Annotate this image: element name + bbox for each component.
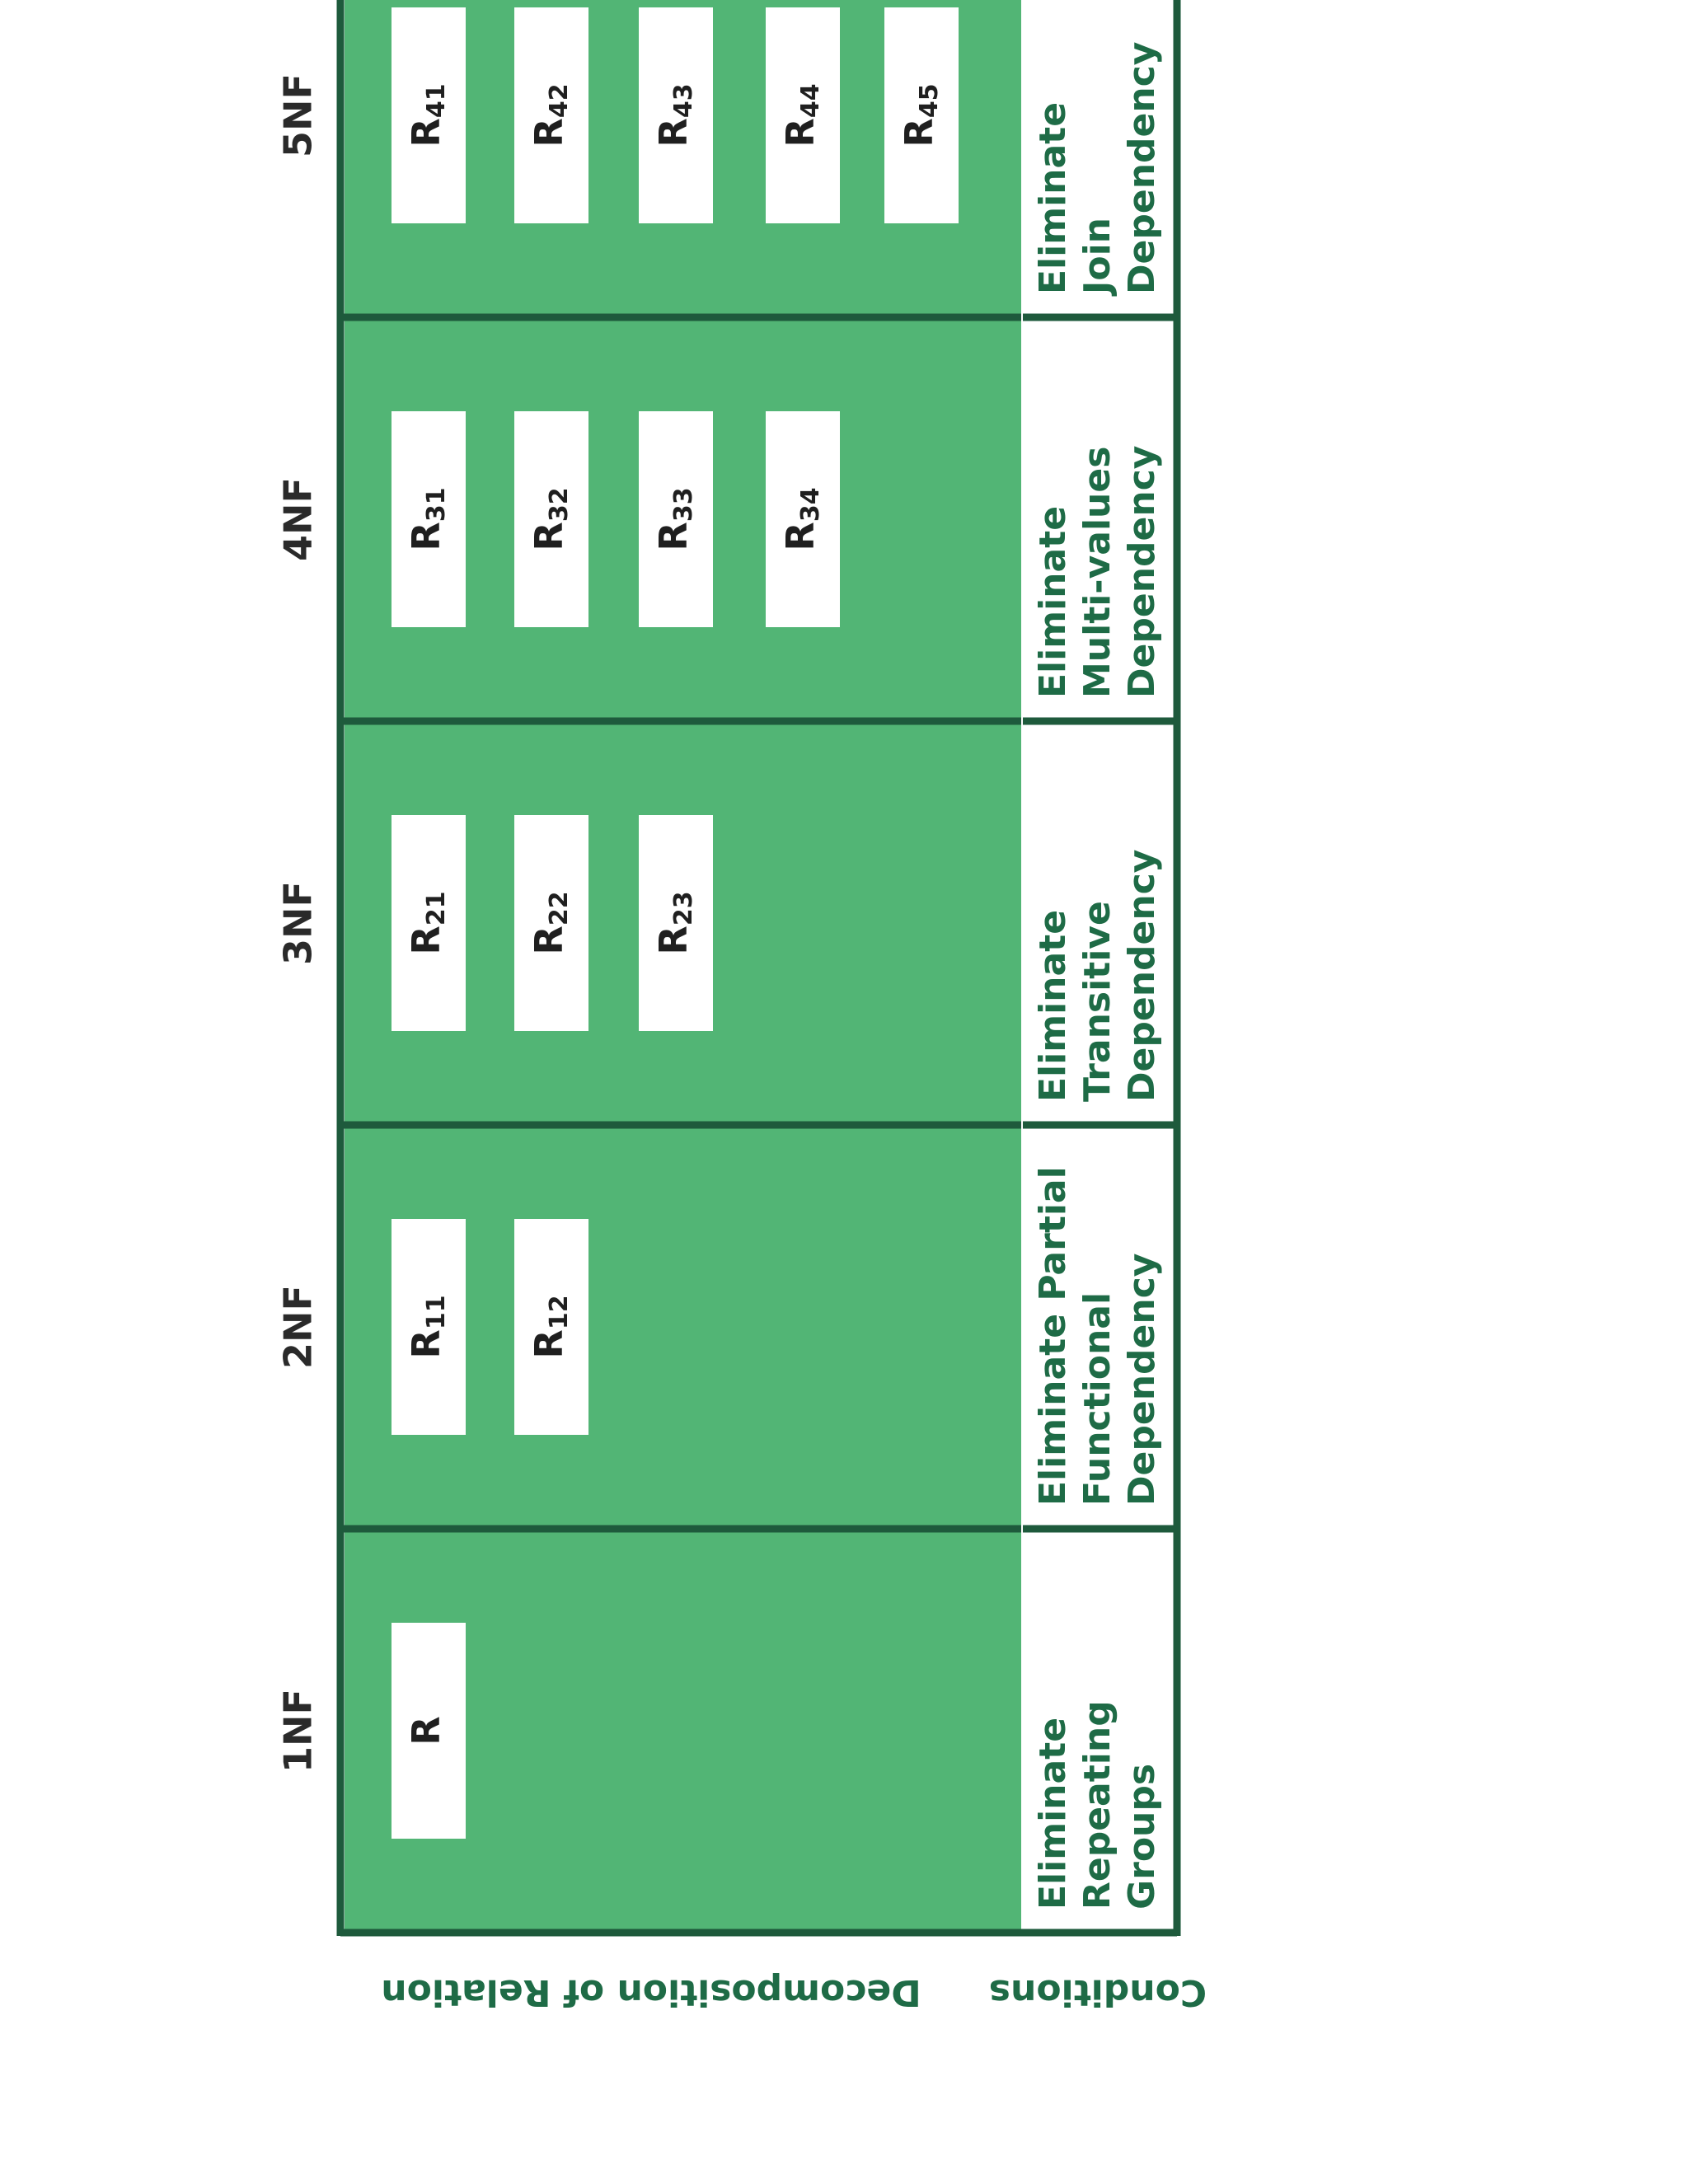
relation-box — [514, 411, 588, 627]
relation-box — [766, 411, 840, 627]
relation-label: R33 — [651, 487, 698, 551]
condition-line: Transitive — [1076, 901, 1118, 1102]
condition-line: Dependency — [1121, 1254, 1163, 1506]
relation-box — [884, 7, 959, 223]
stage-nf-label: 4NF — [276, 477, 321, 561]
relation-box — [392, 1219, 466, 1435]
relation-box — [514, 815, 588, 1031]
condition-line: Eliminate — [1032, 102, 1074, 294]
condition-line: Multi-values — [1076, 447, 1118, 698]
relation-box — [392, 7, 466, 223]
relation-box — [392, 815, 466, 1031]
relation-label: R44 — [778, 83, 825, 147]
condition-line: Join — [1076, 218, 1118, 297]
relation-box — [639, 411, 713, 627]
relation-box — [766, 7, 840, 223]
relation-label: R34 — [778, 487, 825, 551]
relation-label: R22 — [527, 891, 574, 954]
relation-label: R41 — [404, 83, 451, 147]
relation-label: R31 — [404, 487, 451, 551]
relation-label: R45 — [897, 83, 944, 147]
relation-label: R32 — [527, 487, 574, 551]
relation-box — [639, 7, 713, 223]
relation-box — [514, 1219, 588, 1435]
condition-line: Eliminate — [1032, 1718, 1074, 1910]
condition-line: Eliminate — [1032, 506, 1074, 698]
condition-line: Dependency — [1121, 850, 1163, 1102]
conditions-column — [1022, 0, 1177, 1933]
row-header-conditions: Conditions — [989, 1971, 1207, 2013]
relation-label: R43 — [651, 83, 698, 147]
relation-box — [639, 815, 713, 1031]
row-header-decomposition: Decomposition of Relation — [381, 1971, 921, 2013]
condition-line: Dependency — [1121, 42, 1163, 294]
relation-label: R12 — [527, 1295, 574, 1358]
stage-nf-label: 2NF — [276, 1285, 321, 1369]
relation-label: R11 — [404, 1295, 451, 1358]
condition-line: Repeating — [1076, 1700, 1118, 1910]
stage-nf-label: 5NF — [276, 73, 321, 157]
relation-label: R21 — [404, 891, 451, 954]
condition-line: Dependency — [1121, 446, 1163, 698]
condition-line: Groups — [1121, 1764, 1163, 1910]
stage-nf-label: 1NF — [276, 1689, 321, 1773]
condition-line: Eliminate — [1032, 910, 1074, 1102]
relation-box — [514, 7, 588, 223]
relation-label: R42 — [527, 83, 574, 147]
condition-line: Eliminate Partial — [1032, 1166, 1074, 1506]
relation-label: R — [404, 1716, 448, 1745]
stage-nf-label: 3NF — [276, 881, 321, 965]
relation-box — [392, 411, 466, 627]
relation-box — [392, 1623, 466, 1839]
condition-line: Functional — [1076, 1292, 1118, 1506]
relation-label: R23 — [651, 891, 698, 954]
